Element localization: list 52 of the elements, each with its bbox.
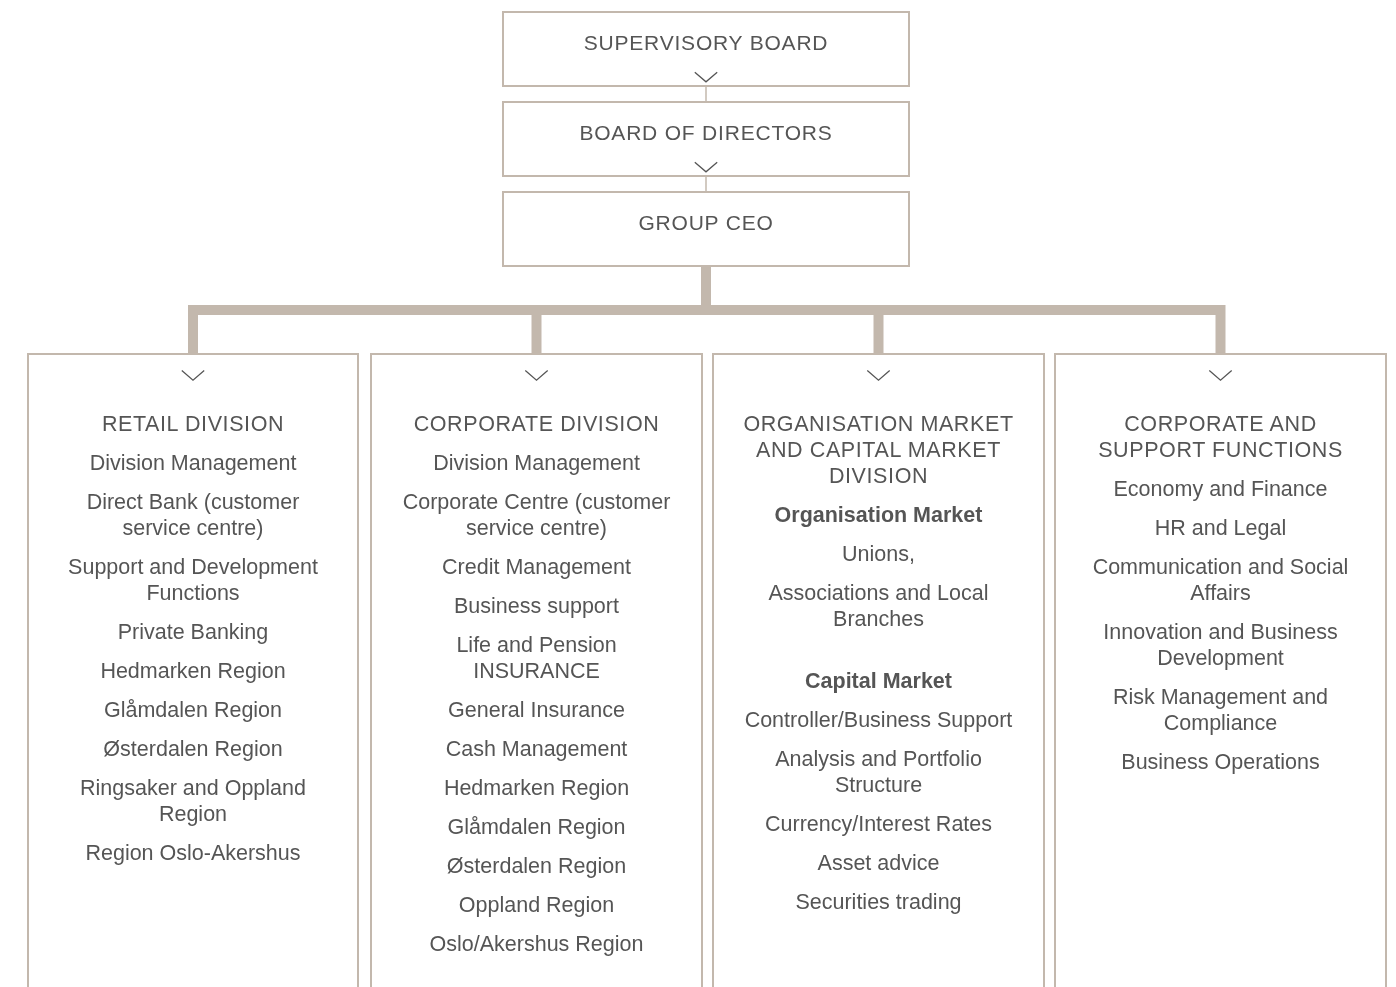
unit-name: Glåmdalen Region xyxy=(446,814,627,840)
unit-name: Business Operations xyxy=(1120,749,1321,775)
reporting-line xyxy=(694,161,718,192)
unit-name: Ringsaker and Oppland Region xyxy=(79,775,307,827)
division-heading: CORPORATE DIVISION xyxy=(412,411,661,437)
section-heading: Organisation Market xyxy=(773,502,984,528)
unit-name: Life and Pension INSURANCE xyxy=(455,632,618,684)
unit-name: Analysis and Portfolio Structure xyxy=(774,746,983,798)
division-panel xyxy=(712,353,1045,987)
unit-name: HR and Legal xyxy=(1153,515,1288,541)
unit-name: Unions, xyxy=(841,541,916,567)
division-panel xyxy=(1054,353,1387,987)
box-title: SUPERVISORY BOARD xyxy=(582,31,830,55)
reporting-line xyxy=(694,71,718,102)
unit-name: Oslo/Akershus Region xyxy=(428,931,645,957)
unit-name: Support and Development Functions xyxy=(67,554,319,606)
division-heading: CORPORATE AND SUPPORT FUNCTIONS xyxy=(1097,411,1344,463)
division-panel xyxy=(370,353,703,987)
unit-name: Hedmarken Region xyxy=(99,658,287,684)
unit-name: General Insurance xyxy=(447,697,626,723)
unit-name: Communication and Social Affairs xyxy=(1091,554,1350,606)
unit-name: Oppland Region xyxy=(457,892,616,918)
division-heading: ORGANISATION MARKET AND CAPITAL MARKET DIVISION xyxy=(742,411,1015,489)
unit-name: Asset advice xyxy=(816,850,941,876)
unit-name: Østerdalen Region xyxy=(445,853,628,879)
division-panel xyxy=(27,353,359,987)
org-box xyxy=(502,191,910,267)
box-title: BOARD OF DIRECTORS xyxy=(578,121,834,145)
unit-name: Associations and Local Branches xyxy=(767,580,990,632)
unit-name: Direct Bank (customer service centre) xyxy=(85,489,301,541)
org-box xyxy=(502,11,910,87)
unit-name: Division Management xyxy=(432,450,641,476)
unit-name: Cash Management xyxy=(444,736,629,762)
unit-name: Division Management xyxy=(88,450,298,476)
unit-name: Østerdalen Region xyxy=(102,736,284,762)
unit-name: Corporate Centre (customer service centre) xyxy=(401,489,672,541)
unit-name: Region Oslo-Akershus xyxy=(84,840,302,866)
unit-name: Currency/Interest Rates xyxy=(764,811,993,837)
unit-name: Risk Management and Compliance xyxy=(1111,684,1330,736)
unit-name: Economy and Finance xyxy=(1112,476,1329,502)
unit-name: Private Banking xyxy=(116,619,270,645)
unit-name: Innovation and Business Development xyxy=(1102,619,1339,671)
unit-name: Controller/Business Support xyxy=(743,707,1014,733)
box-title: GROUP CEO xyxy=(637,211,775,235)
unit-name: Securities trading xyxy=(794,889,963,915)
division-heading: RETAIL DIVISION xyxy=(100,411,286,437)
unit-name: Hedmarken Region xyxy=(442,775,631,801)
unit-name: Business support xyxy=(453,593,620,619)
unit-name: Credit Management xyxy=(441,554,632,580)
unit-name: Glåmdalen Region xyxy=(102,697,284,723)
org-box xyxy=(502,101,910,177)
section-heading: Capital Market xyxy=(804,668,953,694)
